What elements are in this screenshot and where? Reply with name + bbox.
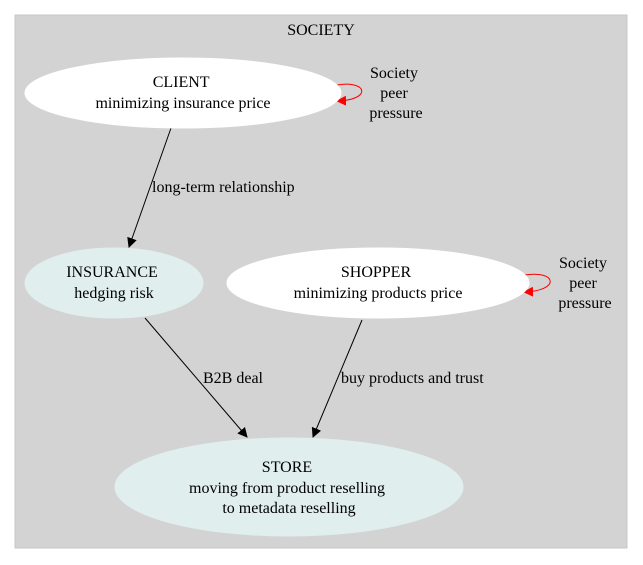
edge-shopper-to-store: buy products and trust (311, 319, 484, 438)
node-insurance-subtitle: hedging risk (74, 285, 154, 302)
node-store-shape (114, 437, 464, 537)
edge-shopper-self-loop-label: Society peer pressure (558, 255, 611, 312)
edge-client-self-loop-label: Society peer pressure (369, 65, 422, 122)
edge-shopper-self-loop-path (523, 273, 551, 297)
edge-shopper-self-loop-line3: pressure (558, 295, 611, 312)
society-cluster-label: SOCIETY (287, 22, 355, 39)
edge-client-to-insurance-line (127, 127, 172, 248)
edge-client-self-loop-path (336, 83, 363, 106)
node-client-subtitle: minimizing insurance price (95, 95, 270, 112)
node-shopper[interactable]: SHOPPER minimizing products price (226, 247, 530, 319)
edge-shopper-to-store-label: buy products and trust (341, 370, 484, 387)
node-store-title: STORE (262, 459, 312, 476)
node-shopper-subtitle: minimizing products price (294, 285, 463, 302)
node-insurance[interactable]: INSURANCE hedging risk (24, 247, 204, 319)
edge-shopper-self-loop: Society peer pressure (523, 255, 612, 312)
node-store-line3: to metadata reselling (222, 500, 355, 517)
node-client[interactable]: CLIENT minimizing insurance price (24, 57, 342, 129)
node-store-line2: moving from product reselling (189, 480, 385, 497)
node-client-shape (24, 57, 342, 129)
node-insurance-shape (24, 247, 204, 319)
edge-shopper-self-loop-line2: peer (569, 275, 597, 292)
node-store[interactable]: STORE moving from product reselling to m… (114, 437, 464, 537)
node-shopper-text: SHOPPER minimizing products price (294, 264, 463, 302)
edge-insurance-to-store-line (144, 317, 248, 438)
edge-insurance-to-store: B2B deal (144, 317, 264, 438)
node-insurance-title: INSURANCE (66, 264, 158, 281)
edge-insurance-to-store-label: B2B deal (203, 370, 264, 387)
edge-client-self-loop-line1: Society (370, 65, 418, 82)
edge-shopper-self-loop-line1: Society (559, 255, 607, 272)
node-client-text: CLIENT minimizing insurance price (95, 74, 270, 112)
edge-client-to-insurance: long-term relationship (127, 127, 295, 248)
node-insurance-text: INSURANCE hedging risk (66, 264, 162, 302)
edge-client-self-loop-line2: peer (380, 85, 408, 102)
edge-shopper-to-store-line (311, 319, 363, 438)
edge-client-self-loop-line3: pressure (369, 105, 422, 122)
edge-client-self-loop: Society peer pressure (336, 65, 423, 122)
node-shopper-shape (226, 247, 530, 319)
edge-client-to-insurance-label: long-term relationship (152, 179, 295, 196)
node-store-text: STORE moving from product reselling to m… (189, 459, 389, 517)
node-shopper-title: SHOPPER (341, 264, 412, 281)
node-client-title: CLIENT (153, 74, 210, 91)
